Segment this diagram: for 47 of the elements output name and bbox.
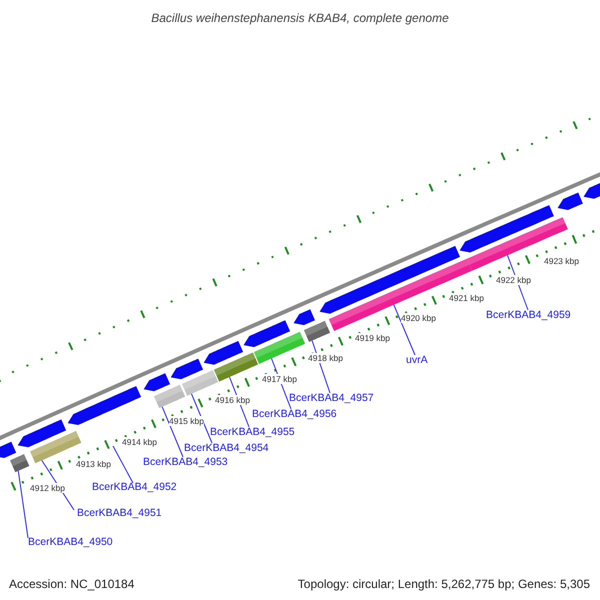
scale-label: 4914 kbp bbox=[122, 437, 157, 447]
gene-label: BcerKBAB4_4954 bbox=[184, 442, 269, 454]
gene-feature bbox=[294, 309, 315, 326]
gene-bar bbox=[304, 320, 330, 342]
gene-feature bbox=[244, 320, 290, 348]
scale-label: 4917 kbp bbox=[262, 374, 297, 384]
scale-label: 4912 kbp bbox=[30, 483, 65, 493]
leader-line bbox=[393, 304, 416, 356]
gene-feature bbox=[204, 340, 244, 365]
gene-label: BcerKBAB4_4956 bbox=[252, 408, 337, 420]
gene-bar bbox=[328, 258, 472, 331]
gene-feature bbox=[558, 192, 583, 210]
accession-text: Accession: NC_010184 bbox=[9, 576, 134, 593]
leader-line bbox=[191, 393, 212, 444]
gene-feature bbox=[460, 205, 554, 252]
scale-label: 4920 kbp bbox=[401, 313, 436, 323]
gene-bar bbox=[154, 384, 186, 408]
gene-label: BcerKBAB4_4957 bbox=[289, 392, 374, 404]
leader-line bbox=[162, 406, 184, 458]
leader-line bbox=[112, 446, 134, 484]
scale-label: 4915 kbp bbox=[169, 416, 204, 426]
gene-label: BcerKBAB4_4959 bbox=[486, 309, 571, 321]
gene-bar bbox=[10, 454, 30, 472]
gene-bar bbox=[182, 370, 218, 396]
gene-bar bbox=[254, 332, 306, 364]
gene-feature bbox=[170, 358, 204, 380]
gene-label: BcerKBAB4_4953 bbox=[143, 456, 228, 468]
scale-label: 4921 kbp bbox=[449, 293, 484, 303]
scale-label: 4918 kbp bbox=[308, 353, 343, 363]
leader-line bbox=[18, 470, 28, 538]
genome-info-text: Topology: circular; Length: 5,262,775 bp; Genes: 5,305 bbox=[298, 576, 590, 593]
gene-label: BcerKBAB4_4955 bbox=[210, 426, 295, 438]
scale-label: 4916 kbp bbox=[215, 395, 250, 405]
gene-bar bbox=[214, 352, 258, 382]
scale-label: 4919 kbp bbox=[355, 333, 390, 343]
scale-label: 4922 kbp bbox=[496, 275, 531, 285]
gene-feature bbox=[144, 373, 170, 392]
gene-label: uvrA bbox=[406, 354, 428, 366]
gene-label: BcerKBAB4_4951 bbox=[77, 507, 162, 519]
gene-feature bbox=[68, 386, 142, 425]
title: Bacillus weihenstephanensis KBAB4, complete genome bbox=[151, 10, 449, 27]
gene-label: BcerKBAB4_4952 bbox=[92, 481, 177, 493]
gene-feature bbox=[18, 419, 66, 448]
gene-feature bbox=[0, 442, 16, 458]
scale-label: 4923 kbp bbox=[544, 256, 579, 266]
gene-label: BcerKBAB4_4950 bbox=[28, 536, 113, 548]
scale-label: 4913 kbp bbox=[76, 459, 111, 469]
